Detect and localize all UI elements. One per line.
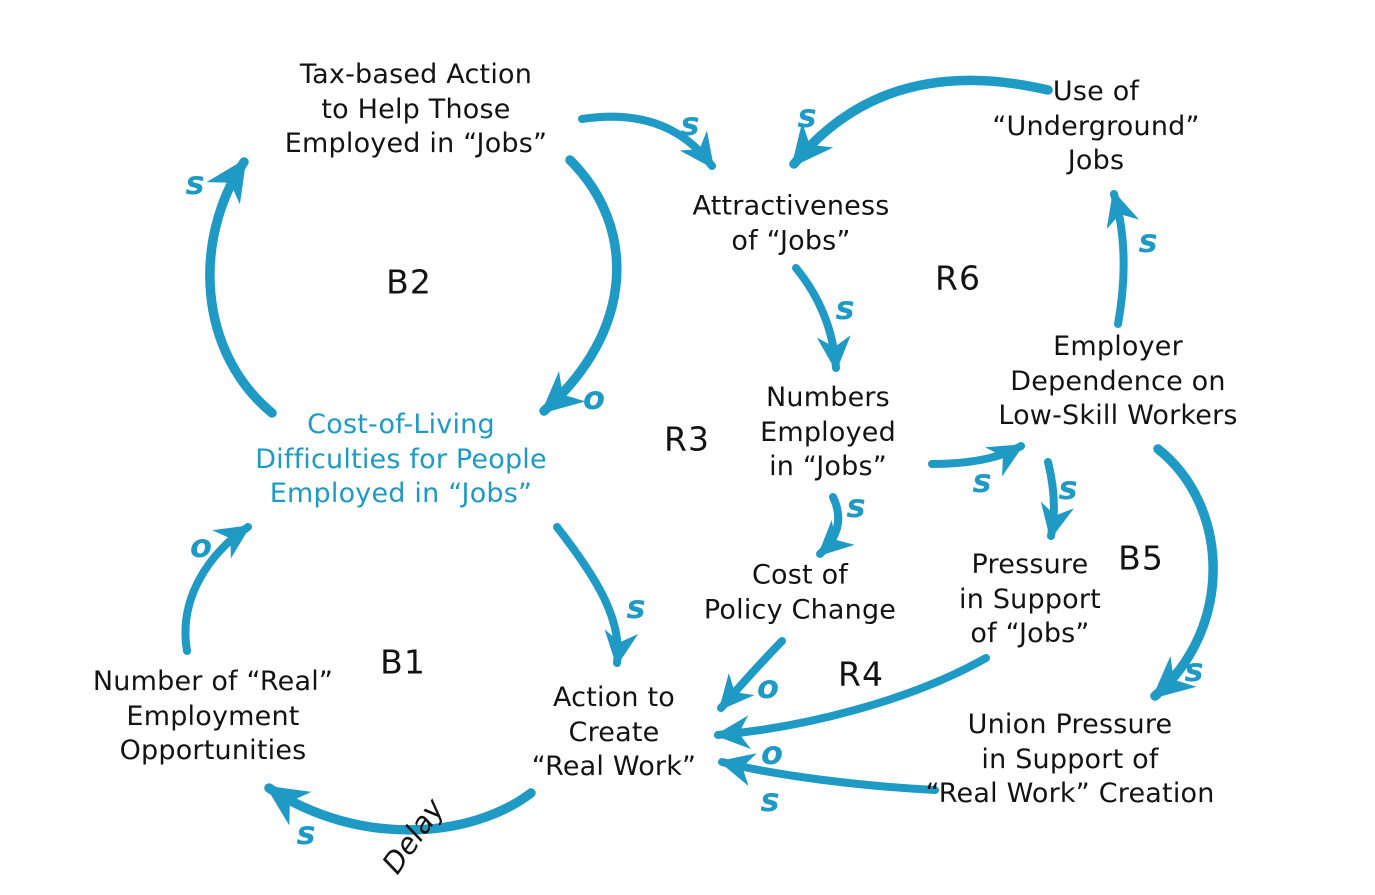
arrow-underground-to-attractiveness	[789, 75, 1053, 169]
node-union-pressure: Union Pressure in Support of “Real Work”…	[925, 709, 1215, 810]
arrow-union-to-action	[718, 753, 939, 794]
polarity-o-pressure-to-action: o	[761, 734, 783, 772]
arrow-tax-to-attractiveness	[578, 112, 716, 170]
loop-label-R4: R4	[838, 654, 884, 694]
polarity-s-costliving-to-action: s	[626, 588, 646, 626]
node-number-of-real-employment: Number of “Real” Employment Opportunitie…	[92, 666, 334, 767]
node-numbers-employed-in-jobs: Numbers Employed in “Jobs”	[760, 382, 896, 483]
polarity-s-attractiveness-to-numbers: s	[835, 289, 855, 327]
arrow-tax-to-costliving	[539, 155, 622, 416]
arrow-costpolicy-to-action	[717, 637, 786, 712]
polarity-o-tax-to-costliving: o	[583, 379, 605, 417]
polarity-s-union-to-action: s	[760, 781, 780, 819]
arrow-action-to-numreal-delay	[264, 783, 536, 835]
loop-label-B5: B5	[1118, 538, 1164, 578]
loop-label-B1: B1	[380, 642, 426, 682]
arrow-costliving-to-action	[553, 523, 639, 667]
polarity-s-tax-to-attractiveness: s	[680, 105, 700, 143]
arrow-employer-to-union	[1150, 444, 1218, 701]
arrow-numreal-to-costliving	[181, 523, 252, 655]
arrow-employer-to-underground	[1106, 190, 1140, 328]
polarity-o-costpolicy-to-action: o	[757, 668, 779, 706]
arrow-numbers-to-costpolicy	[816, 493, 855, 558]
node-tax-based-action: Tax-based Action to Help Those Employed …	[284, 59, 548, 160]
node-cost-of-policy-change: Cost of Policy Change	[703, 559, 897, 625]
polarity-s-employer-to-underground: s	[1138, 222, 1158, 260]
loop-label-R6: R6	[935, 258, 981, 298]
polarity-s-employer-to-pressure: s	[1058, 469, 1078, 507]
polarity-o-numreal-to-costliving: o	[190, 527, 212, 565]
arrow-numbers-to-employer	[928, 442, 1025, 477]
polarity-s-numbers-to-costpolicy: s	[846, 487, 866, 525]
polarity-s-costliving-to-tax: s	[185, 164, 205, 202]
polarity-s-numbers-to-employer: s	[972, 462, 992, 500]
arrow-attractiveness-to-numbers	[792, 264, 851, 372]
loop-label-B2: B2	[386, 262, 432, 302]
loop-label-R3: R3	[664, 419, 710, 459]
arrow-pressure-to-action	[714, 654, 990, 750]
polarity-s-employer-to-union: s	[1184, 651, 1204, 689]
polarity-s-action-to-numreal: s	[296, 814, 316, 852]
node-action-to-create-real-work: Action to Create “Real Work”	[531, 682, 697, 783]
polarity-s-underground-to-attractiveness: s	[797, 97, 817, 135]
node-attractiveness-of-jobs: Attractiveness of “Jobs”	[692, 190, 890, 256]
node-use-of-underground-jobs: Use of “Underground” Jobs	[992, 76, 1200, 177]
arrow-employer-to-pressure	[1040, 458, 1074, 540]
node-pressure-in-support-of-jobs: Pressure in Support of “Jobs”	[959, 549, 1101, 650]
arrow-costliving-to-tax	[205, 157, 277, 418]
node-employer-dependence: Employer Dependence on Low-Skill Workers	[998, 331, 1238, 432]
node-cost-of-living-difficulties: Cost-of-Living Difficulties for People E…	[255, 409, 547, 510]
